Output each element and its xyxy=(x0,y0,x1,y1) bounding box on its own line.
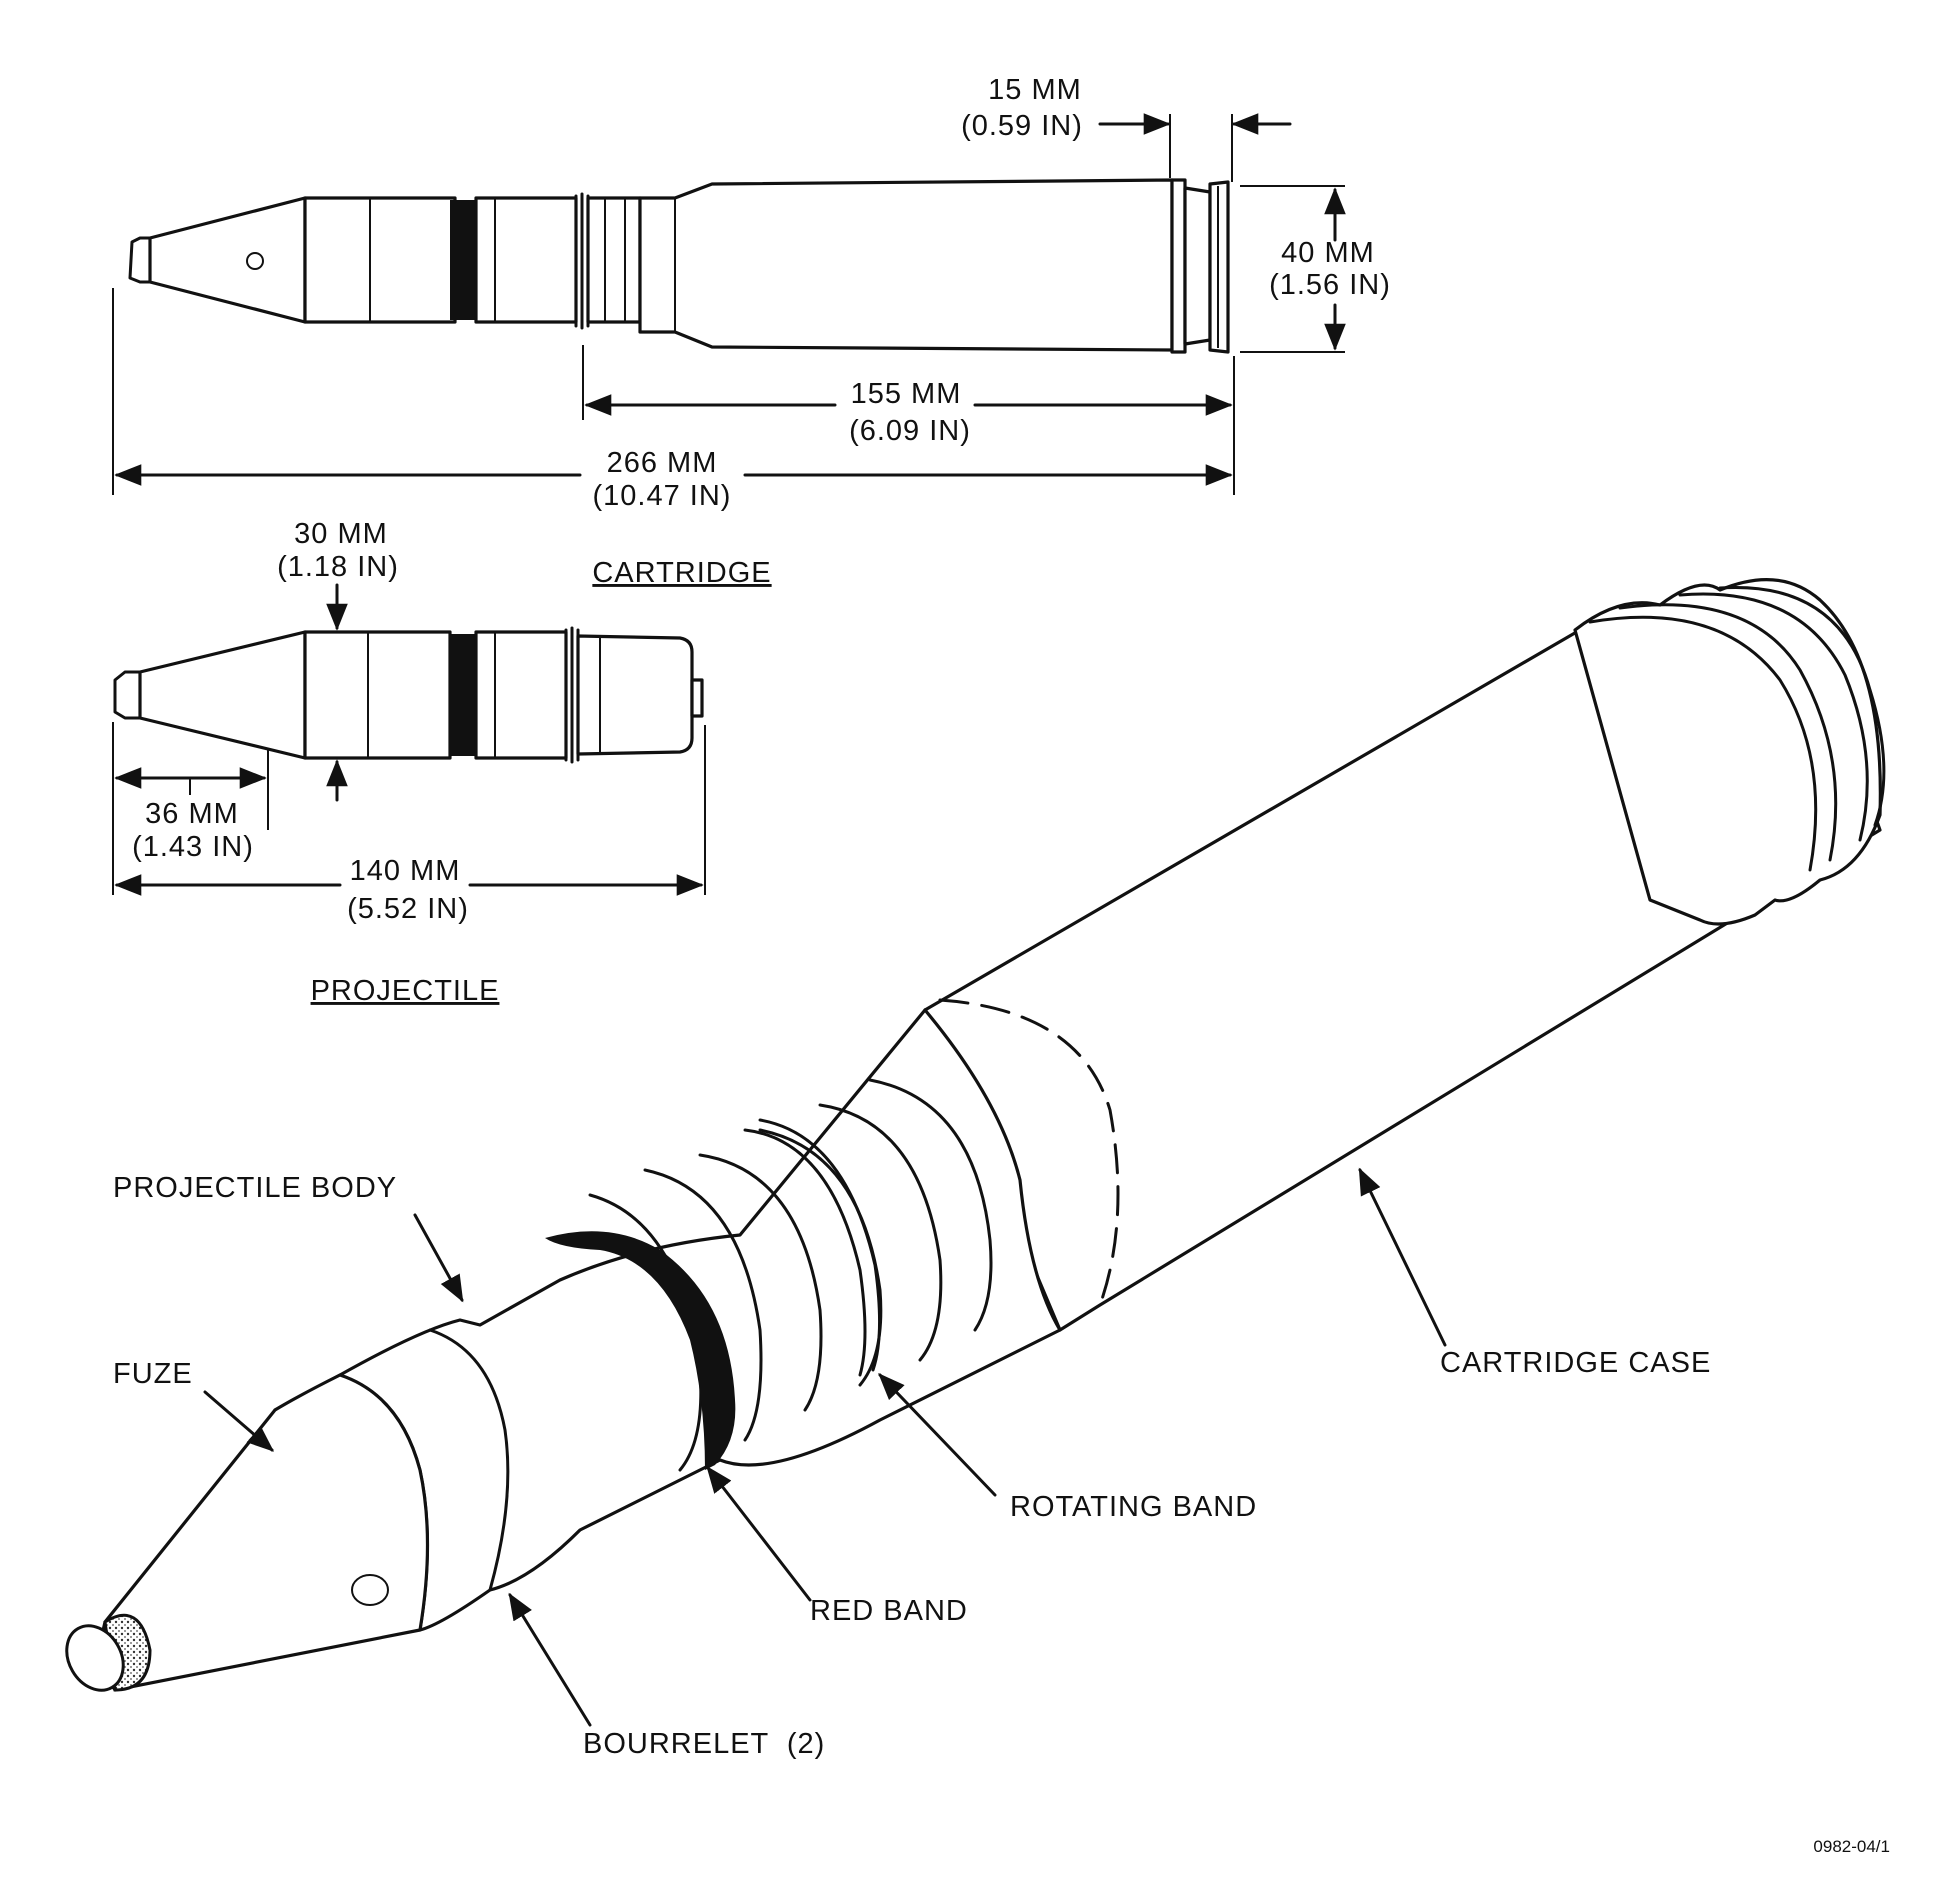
projectile-red-band xyxy=(450,634,476,756)
iso-case-shoulder xyxy=(938,998,1120,1307)
dim-dia-mm: 40 MM xyxy=(1281,237,1375,269)
proj-dim-dia-mm: 30 MM xyxy=(294,518,388,550)
cartridge-projectile-body xyxy=(303,196,457,324)
cartridge-red-band xyxy=(450,200,476,320)
callout-bourrelet: BOURRELET (2) xyxy=(583,1728,825,1760)
dim-total-in: (10.47 IN) xyxy=(593,480,732,512)
cartridge-fuze xyxy=(148,196,307,324)
projectile-dimensions xyxy=(112,583,706,896)
projectile-rotating-band xyxy=(564,626,580,764)
callout-leaders xyxy=(203,1167,1447,1727)
proj-dim-nose-mm: 36 MM xyxy=(145,798,239,830)
callout-fuze: FUZE xyxy=(113,1358,193,1390)
proj-dim-len-mm: 140 MM xyxy=(350,855,461,887)
cartridge-fuze-tip xyxy=(128,236,152,284)
figure-code: 0982-04/1 xyxy=(1813,1837,1890,1856)
callout-rotating-band: ROTATING BAND xyxy=(1010,1491,1257,1523)
iso-fuze xyxy=(100,1373,430,1692)
projectile-base xyxy=(576,634,694,756)
proj-dim-nose-in: (1.43 IN) xyxy=(132,831,254,863)
iso-fuze-hole xyxy=(351,1574,389,1606)
dim-case-in: (6.09 IN) xyxy=(849,415,971,447)
dim-total-mm: 266 MM xyxy=(607,447,718,479)
iso-projectile-body xyxy=(273,1008,1062,1632)
callout-red-band: RED BAND xyxy=(810,1595,968,1627)
dim-rim-in: (0.59 IN) xyxy=(961,110,1083,142)
proj-dim-len-in: (5.52 IN) xyxy=(347,893,469,925)
cartridge-side-view xyxy=(128,178,1230,354)
projectile-caption: PROJECTILE xyxy=(311,975,500,1007)
dim-case-mm: 155 MM xyxy=(851,378,962,410)
projectile-body xyxy=(303,630,452,760)
isometric-cartridge xyxy=(65,578,1886,1692)
callout-projectile-body: PROJECTILE BODY xyxy=(113,1172,397,1204)
cartridge-caption: CARTRIDGE xyxy=(592,557,771,589)
callout-cartridge-case: CARTRIDGE CASE xyxy=(1440,1347,1711,1379)
proj-dim-dia-in: (1.18 IN) xyxy=(277,551,399,583)
cartridge-case-body xyxy=(638,178,1174,352)
dim-dia-in: (1.56 IN) xyxy=(1269,269,1391,301)
projectile-fuze xyxy=(138,630,307,760)
iso-red-band xyxy=(545,1231,736,1470)
cartridge-fuze-hole xyxy=(246,252,264,270)
projectile-side-view xyxy=(113,626,704,764)
dim-rim-mm: 15 MM xyxy=(988,74,1082,106)
iso-rotating-band xyxy=(743,1128,867,1377)
cartridge-rotating-band xyxy=(574,192,590,330)
projectile-fuze-tip xyxy=(113,670,142,720)
cartridge-dimensions xyxy=(112,113,1346,495)
